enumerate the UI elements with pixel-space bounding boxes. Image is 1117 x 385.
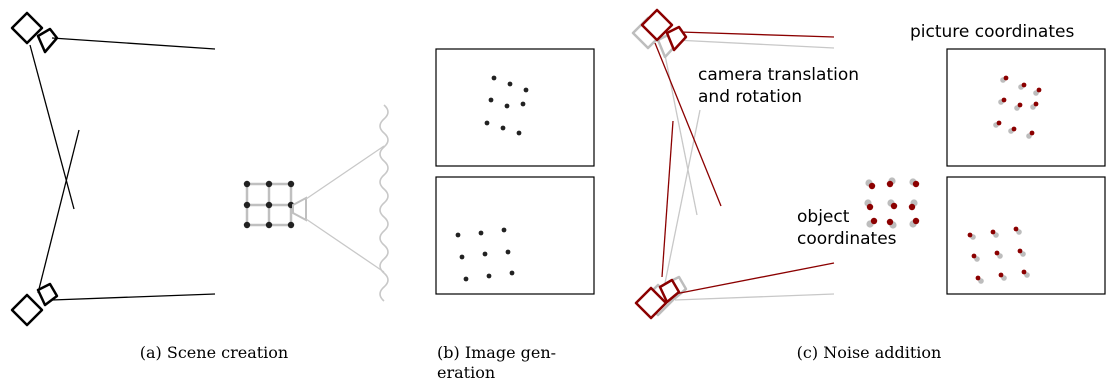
top-camera-icon — [10, 11, 59, 54]
image-frame-top — [435, 48, 595, 167]
camera-rays — [29, 37, 216, 301]
picture-frame-top — [946, 48, 1106, 167]
panel-c-noise-addition: picture coordinates camera translation a… — [631, 8, 1106, 362]
picture-frame-bottom — [946, 176, 1106, 295]
label-picture-coordinates: picture coordinates — [910, 22, 1074, 42]
view-frustum — [305, 104, 389, 302]
caption-b-line1: (b) Image gen- — [437, 343, 556, 362]
bottom-camera-icon — [10, 282, 59, 327]
caption-c: (c) Noise addition — [797, 343, 942, 362]
label-object-line2: coordinates — [797, 229, 897, 249]
object-grid — [243, 180, 295, 229]
label-camera-line2: and rotation — [698, 87, 802, 107]
noisy-object-points — [864, 177, 920, 229]
noisy-camera-icons — [634, 8, 688, 320]
original-camera-icons — [631, 16, 688, 317]
label-camera-line1: camera translation — [698, 65, 859, 85]
caption-a: (a) Scene creation — [140, 343, 288, 362]
label-object-line1: object — [797, 207, 850, 227]
image-frame-bottom — [435, 176, 595, 295]
panel-b-image-generation: (b) Image gen- eration — [243, 48, 595, 382]
virtual-camera-icon — [292, 196, 307, 222]
caption-b-line2: eration — [437, 363, 495, 382]
panel-a-scene-creation: (a) Scene creation — [10, 11, 288, 362]
noisy-rays — [654, 31, 835, 295]
